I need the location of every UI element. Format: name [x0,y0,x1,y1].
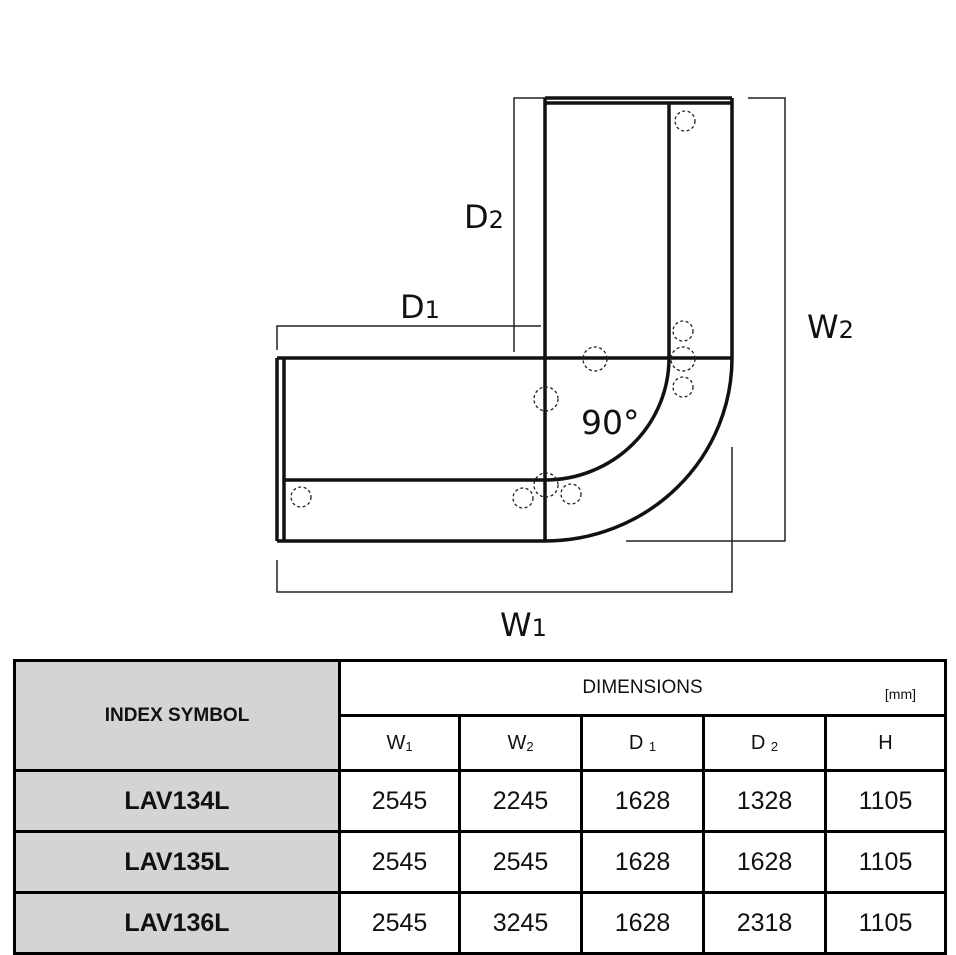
table-header-row: INDEX SYMBOL DIMENSIONS [mm] [13,659,947,772]
cell-w1: 2545 [338,891,461,955]
w1-dimension-line [276,447,733,593]
cell-d2: 1628 [702,830,827,894]
table-row: LAV135L 2545 2545 1628 1628 1105 [13,830,947,894]
column-header-w1: W1 [338,714,461,772]
corner-desk-diagram: D2 D1 W2 W1 90° [275,96,854,644]
unit-label: [mm] [884,686,916,702]
cell-d1: 1628 [580,891,705,955]
row-symbol: LAV136L [13,891,341,955]
leg-marker [672,376,694,398]
desk-outline [275,96,734,543]
dimensions-header: DIMENSIONS [mm] [338,659,947,717]
dimensions-table: INDEX SYMBOL DIMENSIONS [mm] W1 W2 D 1 D… [13,659,947,955]
column-header-d2: D 2 [702,714,827,772]
cell-w1: 2545 [338,830,461,894]
leg-marker [582,346,608,372]
cell-d2: 2318 [702,891,827,955]
dimension-lines [276,97,786,593]
leg-marker [290,486,312,508]
w1-label: W1 [500,606,547,644]
table-row: LAV134L 2545 2245 1628 1328 1105 [13,769,947,833]
leg-marker [674,110,696,132]
w2-label: W2 [807,308,854,346]
column-header-w2: W2 [458,714,583,772]
column-header-row: W1 W2 D 1 D 2 H [15,714,947,772]
cell-d2: 1328 [702,769,827,833]
leg-marker [672,320,694,342]
d2-dimension-line [513,97,545,352]
dimensions-title: DIMENSIONS [582,677,703,698]
leg-marker [533,472,559,498]
cell-h: 1105 [824,891,947,955]
table-row: LAV136L 2545 3245 1628 2318 1105 [13,891,947,955]
d1-dimension-line [276,325,541,350]
angle-label: 90° [581,403,640,442]
cell-w2: 3245 [458,891,583,955]
inner-curve [544,357,671,482]
row-symbol: LAV135L [13,830,341,894]
cell-d1: 1628 [580,769,705,833]
cell-w2: 2245 [458,769,583,833]
cell-h: 1105 [824,769,947,833]
outer-curve [544,357,734,543]
leg-marker [533,386,559,412]
leg-marker [670,346,696,372]
column-header-h: H [824,714,947,772]
leg-marker [512,487,534,509]
leg-markers [290,110,696,509]
column-header-d1: D 1 [580,714,705,772]
cell-w2: 2545 [458,830,583,894]
cell-w1: 2545 [338,769,461,833]
leg-marker [560,483,582,505]
row-symbol: LAV134L [13,769,341,833]
w2-dimension-line [626,97,786,542]
d2-label: D2 [464,198,504,236]
index-symbol-header: INDEX SYMBOL [13,659,341,772]
d1-label: D1 [400,288,440,326]
cell-d1: 1628 [580,830,705,894]
cell-h: 1105 [824,830,947,894]
